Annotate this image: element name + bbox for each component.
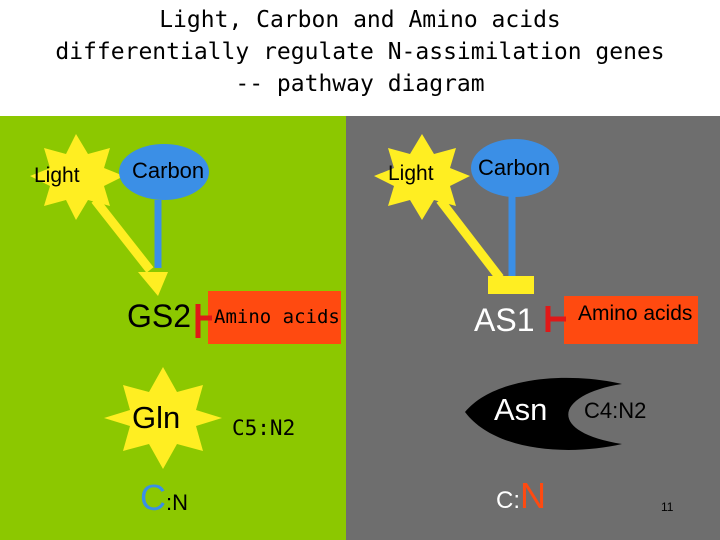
activation-arrowhead-left (138, 272, 168, 296)
amino-acids-label-right: Amino acids (578, 302, 693, 325)
light-line-right (436, 197, 504, 281)
carbon-label-left: Carbon (132, 158, 205, 183)
carbon-letter: C (140, 477, 166, 518)
cn-label-left: C:N (140, 478, 188, 526)
ratio-label-left: C5:N2 (232, 416, 296, 440)
cn-rest-right: C: (496, 487, 520, 514)
slide-title: Light, Carbon and Amino acids differenti… (0, 4, 720, 100)
light-label-right: Light (388, 162, 434, 185)
nitrogen-letter: N (520, 475, 546, 516)
carbon-node-right (471, 139, 559, 197)
gln-sun-icon (104, 367, 222, 469)
page-number: 11 (661, 500, 674, 514)
gene-gs2-label: GS2 (127, 298, 192, 334)
cn-rest-left: :N (166, 490, 188, 515)
amino-acids-box-left (208, 291, 341, 344)
amino-acids-box-right (564, 296, 698, 344)
title-line-1: Light, Carbon and Amino acids (159, 7, 561, 33)
light-sun-icon-left (30, 134, 124, 220)
light-activation-line-left (91, 197, 154, 273)
light-sun-icon-right (374, 134, 470, 220)
carbon-label-right: Carbon (478, 155, 551, 180)
gln-label: Gln (132, 400, 181, 435)
amino-acids-label-left: Amino acids (214, 306, 340, 328)
asn-moon-icon (465, 377, 622, 450)
carbon-node-left (119, 144, 209, 200)
repression-bar-right (488, 276, 534, 294)
asn-label: Asn (494, 392, 548, 427)
ratio-label-right: C4:N2 (584, 398, 647, 423)
cn-label-right: C:N (496, 476, 546, 524)
title-line-3: -- pathway diagram (235, 71, 485, 97)
title-line-2: differentially regulate N-assimilation g… (55, 39, 665, 65)
light-label-left: Light (34, 164, 80, 187)
gene-as1-label: AS1 (474, 302, 535, 338)
